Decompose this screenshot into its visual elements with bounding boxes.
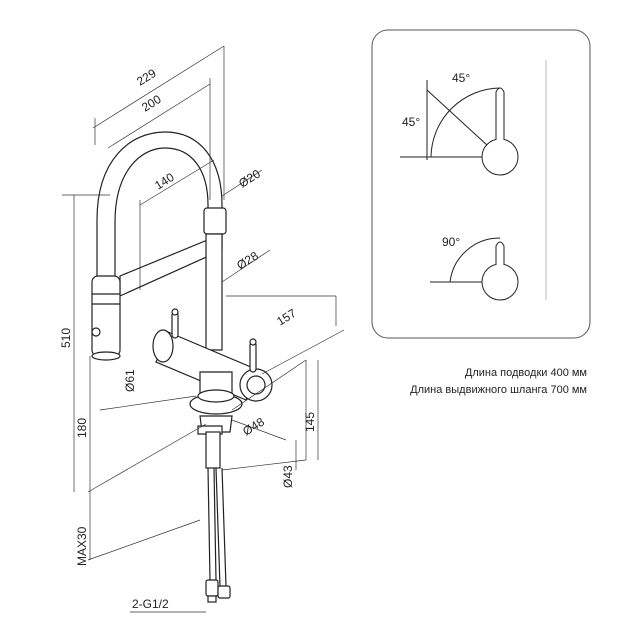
base-flange-top <box>197 389 235 403</box>
mount-shank <box>205 431 221 469</box>
panel-frame <box>371 29 591 339</box>
dim-180: 180 <box>75 418 89 438</box>
body-right-cap-inner <box>246 375 266 395</box>
dim-510: 510 <box>59 328 73 348</box>
faucet-column <box>205 233 223 351</box>
dim-d20: Ø20 <box>236 166 263 190</box>
dim-140: 140 <box>152 170 177 193</box>
lever-right-knob <box>249 338 257 346</box>
dim-max30: MAX30 <box>75 526 89 566</box>
lever-left-knob <box>171 308 179 316</box>
body-left-cap <box>152 329 174 363</box>
angle-top-label: 45° <box>452 71 470 85</box>
angle-left-label: 45° <box>402 115 420 129</box>
pullout-head-nozzle <box>91 351 121 361</box>
handle-diagram-45 <box>400 80 519 176</box>
handle-rotation-panel: 45° 45° 90° <box>371 29 591 339</box>
dim-145: 145 <box>303 412 317 432</box>
note-hose-length: Длина выдвижного шланга 700 мм <box>410 384 587 396</box>
faucet-illustration <box>91 131 273 603</box>
angle-bottom-label: 90° <box>442 235 460 249</box>
spout-outer <box>96 131 223 280</box>
pullout-head <box>91 275 121 357</box>
spring-collar <box>203 207 227 235</box>
hose-fittings <box>205 579 231 603</box>
note-supply-length: Длина подводки 400 мм <box>465 367 587 379</box>
dimension-lines <box>62 45 345 613</box>
dim-thread: 2-G1/2 <box>132 597 169 611</box>
dim-157: 157 <box>274 306 299 329</box>
supply-hoses <box>207 467 227 587</box>
spout-inner <box>114 147 209 280</box>
dim-d61: Ø61 <box>123 369 137 392</box>
dim-d43: Ø43 <box>281 465 295 488</box>
dim-229: 229 <box>134 66 159 89</box>
notes: Длина подводки 400 мм Длина выдвижного ш… <box>410 367 587 396</box>
lever-right <box>249 341 257 373</box>
pullout-head-button <box>91 327 101 337</box>
dim-d28: Ø28 <box>234 248 261 272</box>
dim-d48: Ø48 <box>240 414 267 438</box>
handle-diagram-90 <box>430 237 519 301</box>
dim-200: 200 <box>139 92 164 115</box>
lever-left <box>171 311 179 339</box>
